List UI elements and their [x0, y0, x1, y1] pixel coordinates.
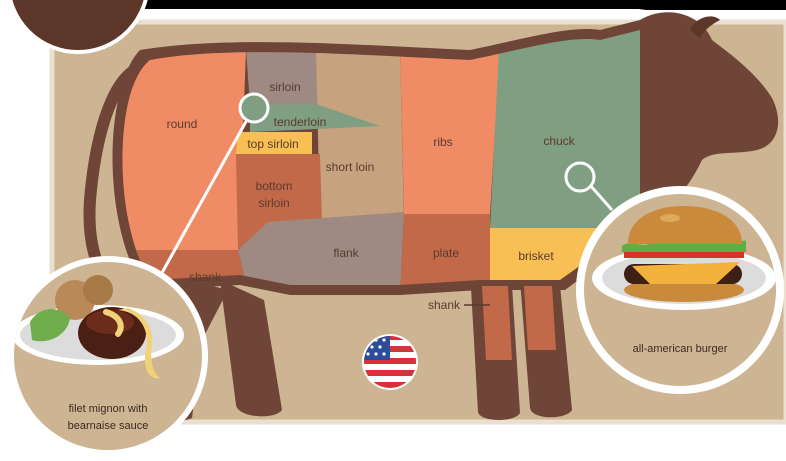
label-brisket: brisket — [518, 249, 554, 263]
label-chuck: chuck — [543, 134, 575, 148]
label-shank-rear: shank — [189, 270, 222, 284]
cut-short-loin[interactable] — [316, 50, 404, 222]
label-top-sirloin: top sirloin — [247, 137, 298, 151]
right-callout-marker[interactable] — [566, 163, 594, 191]
label-short-loin: short loin — [326, 160, 375, 174]
label-sirloin: sirloin — [269, 80, 300, 94]
left-callout-caption-line1: filet mignon with — [69, 403, 148, 415]
label-tenderloin: tenderloin — [274, 115, 327, 129]
right-callout-caption: all-american burger — [633, 343, 728, 355]
cut-shank-front-2[interactable] — [524, 286, 556, 350]
label-ribs: ribs — [433, 135, 452, 149]
left-callout-caption-line2: bearnaise sauce — [68, 420, 149, 432]
right-callout[interactable]: all-american burger — [576, 186, 784, 394]
label-round: round — [167, 117, 198, 131]
cow-cuts — [120, 30, 640, 300]
label-flank: flank — [333, 246, 359, 260]
cut-ribs[interactable] — [400, 50, 500, 214]
cut-chuck[interactable] — [490, 30, 640, 228]
label-plate: plate — [433, 246, 459, 260]
left-callout-marker[interactable] — [240, 94, 268, 122]
top-banner-bar — [140, 0, 680, 9]
left-callout[interactable]: filet mignon with bearnaise sauce — [8, 256, 208, 456]
label-shank-front: shank — [428, 298, 461, 312]
label-bottom-sirloin-line2: sirloin — [258, 196, 289, 210]
label-bottom-sirloin-line1: bottom — [256, 179, 293, 193]
cut-shank-front[interactable] — [482, 286, 512, 360]
